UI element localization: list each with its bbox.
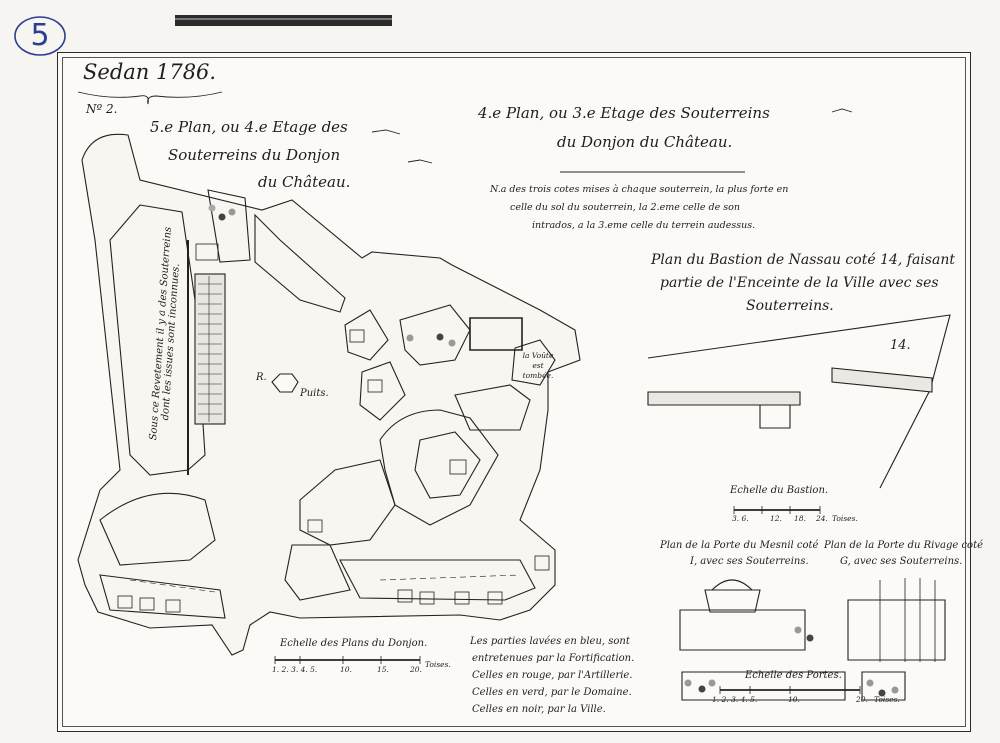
note-line2: celle du sol du souterrein, la 2.eme cel… [510,202,740,213]
scale-donjon-tick-1: 1. 2. 3. 4. 5. [272,665,318,674]
scale-bastion-tick-5: Toises. [832,514,858,523]
vault-label-line1: la Voûte [522,351,554,360]
scale-donjon-tick-2: 10. [340,665,352,674]
porte-rivage-line1: Plan de la Porte du Rivage coté [824,540,983,551]
legend-line1: Les parties lavées en bleu, sont [470,636,630,647]
bastion-title-line2: partie de l'Enceinte de la Ville avec se… [660,275,939,291]
scale-donjon-tick-5: Toises. [425,660,451,669]
scale-portes-tick-1: 1. 2. 3. 4. 5. [712,695,758,704]
porte-mesnil-line2: I, avec ses Souterreins. [690,556,809,567]
right-title-line2: du Donjon du Château. [557,133,733,151]
scale-portes-tick-4: Toises. [874,695,900,704]
left-title-line3: du Château. [258,173,351,191]
well-label: Puits. [300,388,329,399]
scale-bastion-tick-1: 3. 6. [732,514,749,523]
scale-portes-title: Echelle des Portes. [745,670,842,681]
vault-label-line3: tombée. [522,371,554,380]
scale-bastion-title: Echelle du Bastion. [730,485,829,496]
scale-donjon-title: Echelle des Plans du Donjon. [280,638,428,649]
corner-number-circle: 5 [12,14,68,58]
note-line1: N.a des trois cotes mises à chaque soute… [490,184,789,195]
header-title: Sedan 1786. [83,60,217,84]
note-line3: intrados, a la 3.eme celle du terrein au… [532,220,756,231]
well-letter: R. [256,372,267,383]
legend-line3: Celles en rouge, par l'Artillerie. [472,670,633,681]
legend-line4: Celles en verd, par le Domaine. [472,687,632,698]
legend-line5: Celles en noir, par la Ville. [472,704,606,715]
bastion-title-line3: Souterreins. [746,298,834,314]
right-title-line1: 4.e Plan, ou 3.e Etage des Souterreins [478,104,770,122]
sheet-number: Nº 2. [86,102,118,116]
tape-strip [175,15,392,26]
scale-bastion-tick-4: 24. [816,514,828,523]
scale-portes-tick-3: 20. [856,695,868,704]
left-title-line1: 5.e Plan, ou 4.e Etage des [150,118,348,136]
scale-bastion-tick-3: 18. [794,514,806,523]
porte-mesnil-line1: Plan de la Porte du Mesnil coté [660,540,819,551]
legend-line2: entretenues par la Fortification. [472,653,635,664]
porte-rivage-line2: G, avec ses Souterreins. [840,556,963,567]
scale-donjon-tick-4: 20. [410,665,422,674]
left-title-line2: Souterreins du Donjon [168,146,341,164]
scale-donjon-tick-3: 15. [377,665,389,674]
pencil-circle-icon [14,16,66,56]
scale-bastion-tick-2: 12. [770,514,782,523]
scale-portes-tick-2: 10. [788,695,800,704]
bastion-title-line1: Plan du Bastion de Nassau coté 14, faisa… [651,252,955,268]
corner-number: 5 [30,18,50,53]
vault-label-line2: est [532,361,544,370]
bastion-number: 14. [890,338,911,353]
